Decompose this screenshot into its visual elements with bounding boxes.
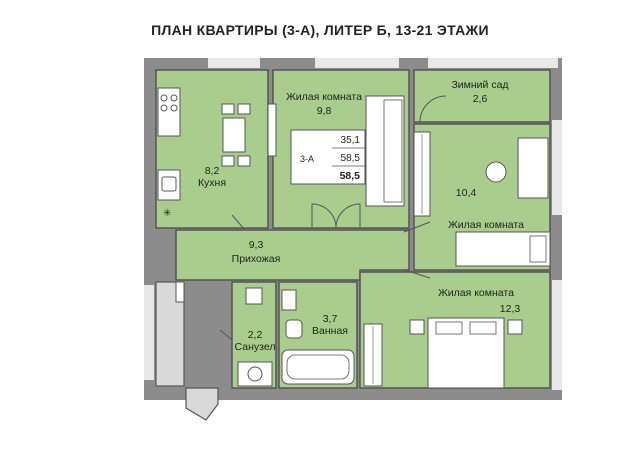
- door-living-1b: [335, 203, 361, 229]
- door-garden: [419, 95, 447, 123]
- garden-area: 2,6: [473, 93, 488, 105]
- sink-bowl-icon: [161, 176, 177, 192]
- burner-icon: [160, 94, 168, 102]
- window-left: [144, 285, 154, 380]
- window-right-living2: [552, 120, 562, 215]
- bathtub-inner: [286, 354, 350, 380]
- summary-total-area: 58,5: [341, 153, 361, 164]
- hallway-area: 9,3: [249, 239, 264, 251]
- chair: [221, 103, 235, 115]
- dining-table: [222, 117, 246, 153]
- chair: [237, 155, 251, 167]
- living3-name: Жилая комната: [438, 287, 514, 299]
- burner-icon: [170, 94, 178, 102]
- bed-double: [427, 317, 505, 389]
- chair: [221, 155, 235, 167]
- summary-total-area-bold: 58,5: [340, 170, 361, 182]
- chair: [237, 103, 251, 115]
- kitchen-area: 8,2: [205, 165, 220, 177]
- living1-name: Жилая комната: [286, 91, 362, 103]
- shower-tray: [237, 361, 273, 387]
- toilet-name: Санузел: [235, 341, 276, 353]
- sink: [157, 169, 181, 201]
- drain-icon: [247, 366, 263, 382]
- bathroom-area: 3,7: [323, 313, 338, 325]
- column: [267, 103, 277, 157]
- burner-icon: [170, 104, 178, 112]
- sofa-cushion: [383, 99, 403, 203]
- summary-code: 3-А: [300, 154, 314, 164]
- window-top-garden: [428, 58, 558, 68]
- living1-area: 9,8: [317, 105, 332, 117]
- living2-name: Жилая комната: [448, 219, 524, 231]
- window-right-living3: [552, 280, 562, 390]
- bathroom-name: Ванная: [312, 325, 348, 337]
- window-top-living1: [315, 58, 399, 68]
- garden-name: Зимний сад: [451, 79, 508, 91]
- bathtub: [281, 349, 355, 385]
- window-top-kitchen: [208, 58, 260, 68]
- summary-box: [290, 129, 366, 185]
- washbasin: [281, 289, 297, 311]
- entry-door: [185, 387, 219, 421]
- pillow: [529, 235, 547, 263]
- toilet-bowl: [285, 319, 303, 339]
- plan-title: ПЛАН КВАРТИРЫ (3-А), ЛИТЕР Б, 13-21 ЭТАЖ…: [151, 22, 489, 38]
- door-living-2: [403, 221, 431, 233]
- door-living-1: [311, 203, 337, 229]
- hallway-name: Прихожая: [232, 253, 281, 265]
- pillow: [435, 321, 463, 335]
- sofa: [365, 95, 405, 207]
- desk: [517, 137, 549, 199]
- nightstand: [409, 319, 425, 335]
- pillow: [469, 321, 497, 335]
- fan-icon: ✳: [163, 208, 171, 219]
- office-chair: [485, 161, 507, 183]
- burner-icon: [160, 104, 168, 112]
- living2-area: 10,4: [456, 187, 477, 199]
- toilet-area: 2,2: [248, 329, 263, 341]
- kitchen-name: Кухня: [198, 177, 226, 189]
- stove: [157, 87, 181, 137]
- door-living-3: [404, 269, 431, 279]
- bed-single: [455, 231, 551, 267]
- toilet-tank: [245, 287, 263, 305]
- summary-living-area: 35,1: [341, 135, 361, 146]
- room-winter-garden: [413, 69, 551, 123]
- living3-area: 12,3: [500, 303, 521, 315]
- nightstand: [507, 319, 523, 335]
- door-kitchen: [231, 214, 246, 231]
- door-toilet: [219, 329, 233, 341]
- hall-cabinet: [175, 281, 185, 303]
